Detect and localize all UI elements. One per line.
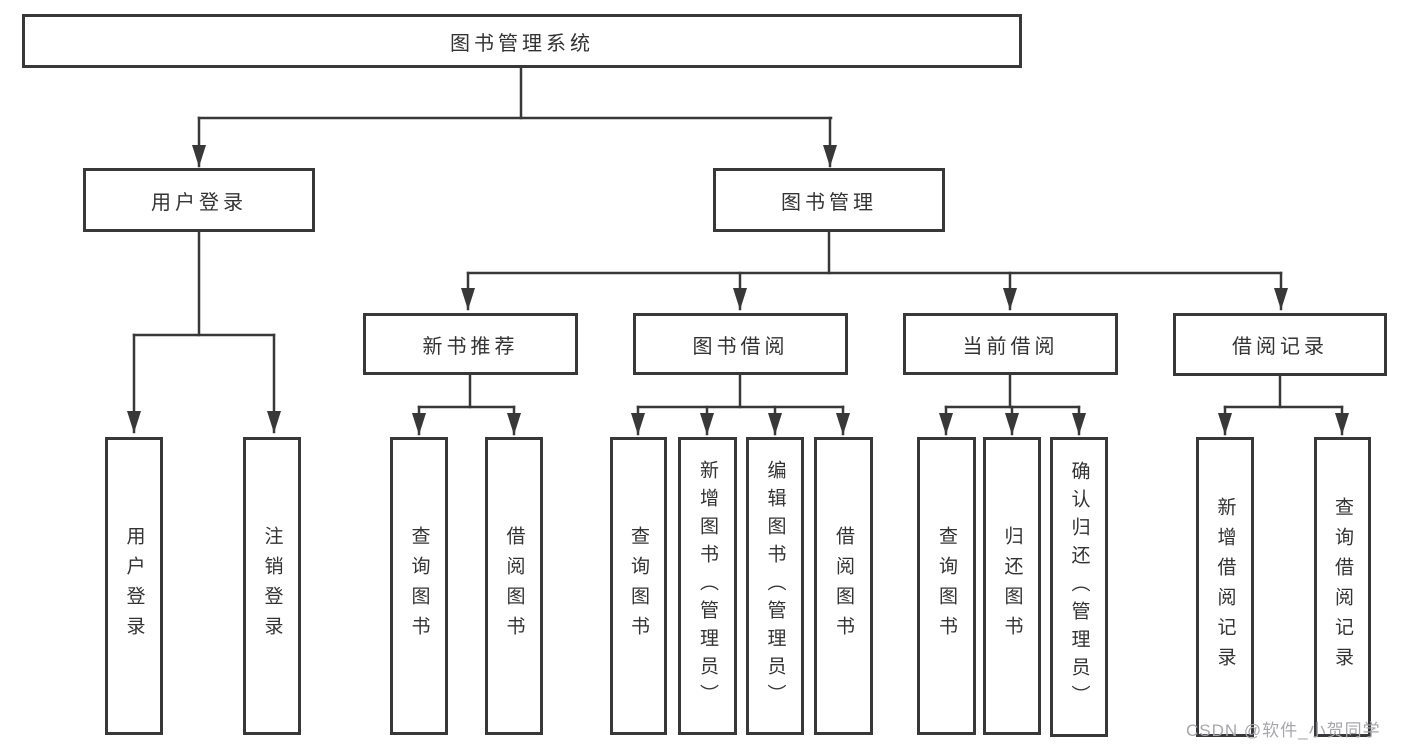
node-label: 借阅图书: [833, 526, 854, 646]
node-label: 图书借阅: [692, 335, 789, 358]
node-label: 查询图书: [628, 526, 649, 646]
node-label: 查询图书: [408, 526, 430, 646]
node-label: 编辑图书（管理员）: [764, 460, 786, 712]
node-label: 借阅图书: [503, 526, 525, 646]
node-label: 借阅记录: [1232, 336, 1328, 358]
leaf-borrow-books-borrow: 借阅图书: [814, 437, 873, 735]
leaf-user-login: 用户登录: [105, 437, 163, 735]
node-borrow-records: 借阅记录: [1173, 313, 1387, 376]
node-book-management: 图书管理: [713, 168, 945, 232]
node-label: 图书管理系统: [450, 32, 594, 55]
node-current-borrow: 当前借阅: [903, 313, 1118, 375]
leaf-query-books-recommend: 查询图书: [390, 437, 448, 735]
leaf-edit-book-admin: 编辑图书（管理员）: [746, 437, 804, 735]
leaf-query-books-borrow: 查询图书: [610, 437, 667, 735]
leaf-query-books-current: 查询图书: [917, 437, 976, 735]
node-label: 确认归还（管理员）: [1068, 461, 1090, 713]
leaf-logout: 注销登录: [243, 437, 301, 735]
node-label: 查询图书: [936, 526, 957, 646]
leaf-add-book-admin: 新增图书（管理员）: [678, 437, 737, 735]
node-library-management-system: 图书管理系统: [22, 14, 1022, 68]
node-label: 注销登录: [261, 526, 283, 646]
node-label: 新增借阅记录: [1214, 497, 1236, 677]
leaf-confirm-return-admin: 确认归还（管理员）: [1050, 437, 1108, 737]
node-user-login: 用户登录: [83, 168, 315, 232]
node-label: 用户登录: [123, 526, 145, 646]
watermark: CSDN @软件_小贺同学: [1186, 721, 1381, 740]
node-label: 新增图书（管理员）: [697, 460, 718, 712]
node-label: 图书管理: [781, 191, 877, 214]
leaf-return-books: 归还图书: [983, 437, 1041, 735]
leaf-borrow-books-recommend: 借阅图书: [485, 437, 543, 735]
node-new-book-recommend: 新书推荐: [363, 313, 578, 375]
node-label: 当前借阅: [962, 335, 1059, 358]
node-label: 归还图书: [1001, 526, 1023, 646]
leaf-add-borrow-record: 新增借阅记录: [1196, 437, 1254, 737]
node-label: 查询借阅记录: [1332, 497, 1353, 677]
node-label: 新书推荐: [422, 335, 519, 358]
node-label: 用户登录: [151, 191, 247, 214]
leaf-query-borrow-record: 查询借阅记录: [1314, 437, 1371, 737]
node-book-borrow: 图书借阅: [633, 313, 848, 375]
